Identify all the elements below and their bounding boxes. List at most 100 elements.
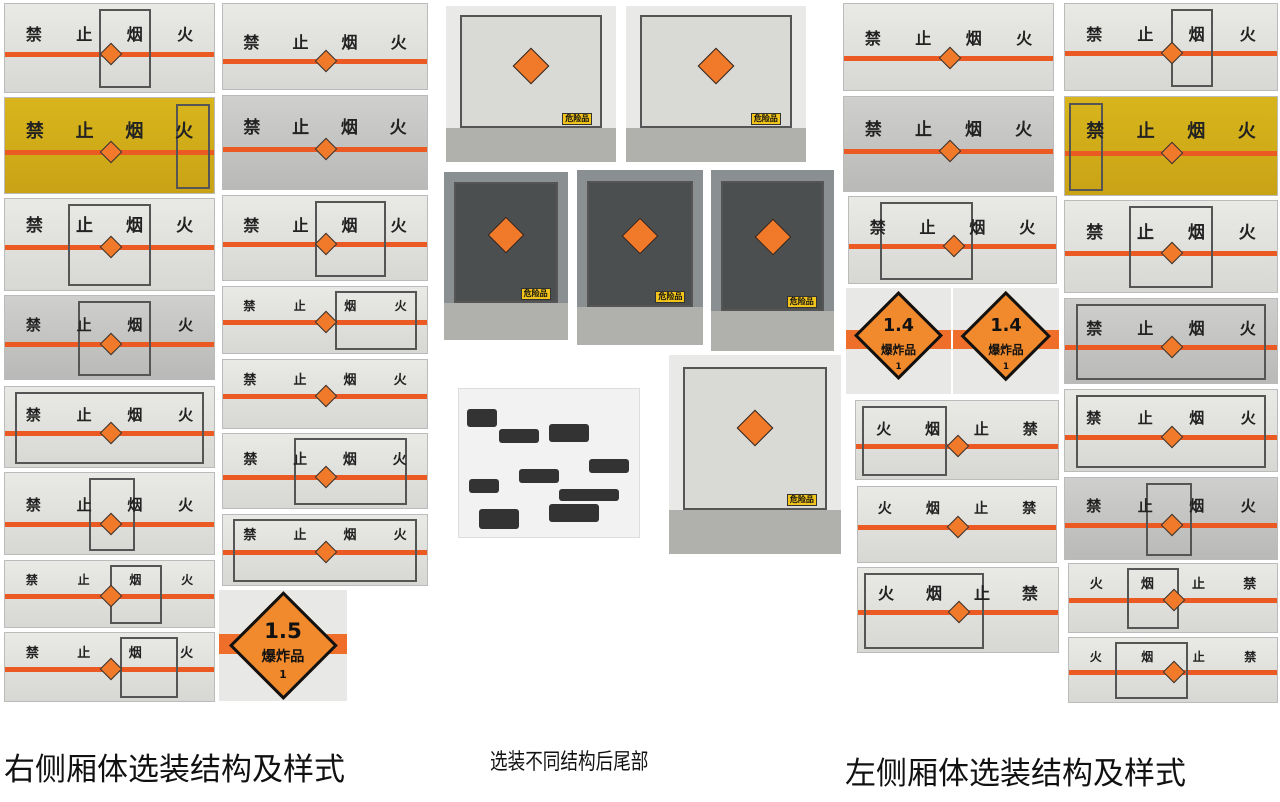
road xyxy=(446,127,616,162)
rear-view-photo: 危险品 xyxy=(444,172,568,340)
cargo-door xyxy=(314,201,387,277)
hazard-diamond-icon xyxy=(314,49,338,73)
no-smoking-text: 禁止烟火 xyxy=(243,118,407,139)
cargo-door xyxy=(862,405,947,476)
side-panel-photo: 禁止烟火 xyxy=(4,632,215,702)
rear-view-photo: 危险品 xyxy=(669,355,841,554)
side-panel-photo: 火烟止禁 xyxy=(855,400,1059,480)
cargo-door xyxy=(78,300,152,376)
hazard-division: 1 xyxy=(1002,362,1010,373)
hazard-class-number: 1.4 xyxy=(882,315,914,336)
side-panel-photo: 火烟止禁 xyxy=(1068,637,1278,703)
cargo-door xyxy=(864,573,984,649)
road xyxy=(669,510,841,554)
side-panel-photo: 禁止烟火 xyxy=(1064,96,1278,196)
side-panel-photo: 禁止烟火 xyxy=(843,3,1054,91)
dangerous-goods-plate: 危险品 xyxy=(520,287,551,300)
cargo-door xyxy=(1075,304,1267,380)
no-smoking-text: 禁止烟火 xyxy=(25,25,194,44)
road xyxy=(626,127,806,162)
cargo-door xyxy=(99,9,152,89)
side-panel-photo: 禁止烟火 xyxy=(1064,477,1278,560)
side-panel-photo: 火烟止禁 xyxy=(857,567,1059,653)
no-smoking-text: 禁止烟火 xyxy=(1086,24,1256,44)
dangerous-goods-plate: 危险品 xyxy=(655,291,686,303)
cargo-door xyxy=(176,103,210,190)
no-smoking-text: 禁止烟火 xyxy=(25,573,194,588)
side-panel-photo: 禁止烟火 xyxy=(1064,389,1278,472)
rear-view-photo: 危险品 xyxy=(577,170,703,345)
no-smoking-text: 禁止烟火 xyxy=(243,299,407,314)
no-smoking-text: 禁止烟火 xyxy=(25,315,194,334)
side-panel-photo: 禁止烟火 xyxy=(4,560,215,628)
side-panel-photo: 禁止烟火 xyxy=(1064,200,1278,293)
no-smoking-text: 火烟止禁 xyxy=(876,419,1038,438)
dangerous-goods-plate: 危险品 xyxy=(786,494,817,507)
cargo-door xyxy=(88,477,135,551)
cargo-door xyxy=(1145,482,1193,556)
no-smoking-text: 禁止烟火 xyxy=(25,216,194,237)
hazard-diamond-icon xyxy=(938,46,961,69)
side-panel-photo: 火烟止禁 xyxy=(1068,563,1278,633)
rear-view-photo: 危险品 xyxy=(626,6,806,162)
no-smoking-text: 禁止烟火 xyxy=(25,120,194,142)
cargo-door xyxy=(15,391,204,464)
side-panel-photo: 禁止烟火 xyxy=(4,295,215,380)
cooling-unit xyxy=(549,424,589,442)
side-panel-photo: 禁止烟火 xyxy=(222,359,428,429)
cooling-unit xyxy=(559,489,619,501)
side-panel-photo: 禁止烟火 xyxy=(222,3,428,90)
cargo-door xyxy=(67,204,152,287)
class-1-4-sign: 1.4 爆炸品 1 xyxy=(846,288,951,394)
no-smoking-text: 禁止烟火 xyxy=(1086,222,1256,243)
hazard-diamond-icon xyxy=(1160,141,1184,165)
cargo-door xyxy=(1128,206,1214,289)
caption-rear: 选装不同结构后尾部 xyxy=(490,750,649,775)
side-panel-photo: 禁止烟火 xyxy=(1064,3,1278,91)
no-smoking-text: 火烟止禁 xyxy=(878,583,1038,603)
hazard-class-number: 1.4 xyxy=(990,315,1022,336)
cooling-unit xyxy=(589,459,629,473)
no-smoking-text: 火烟止禁 xyxy=(877,501,1037,517)
side-panel-photo: 禁止烟火 xyxy=(222,95,428,190)
hazard-diamond-icon xyxy=(314,310,338,334)
no-smoking-text: 火烟止禁 xyxy=(1089,576,1257,592)
hazard-division: 1 xyxy=(895,362,902,373)
no-smoking-text: 禁止烟火 xyxy=(243,528,407,543)
no-smoking-text: 禁止烟火 xyxy=(1086,497,1256,516)
cargo-door xyxy=(1114,641,1188,700)
side-panel-photo: 禁止烟火 xyxy=(4,198,215,291)
cargo-door xyxy=(1069,102,1104,192)
cargo-door xyxy=(294,438,407,506)
dangerous-goods-plate: 危险品 xyxy=(786,295,817,308)
side-panel-photo: 禁止烟火 xyxy=(222,514,428,586)
road xyxy=(711,311,834,351)
side-panel-photo: 禁止烟火 xyxy=(1064,298,1278,384)
side-panel-photo: 火烟止禁 xyxy=(857,486,1057,563)
refrigeration-unit-photos xyxy=(458,388,640,538)
cooling-unit xyxy=(499,429,539,443)
no-smoking-text: 禁止烟火 xyxy=(1086,319,1256,338)
no-smoking-text: 禁止烟火 xyxy=(243,216,407,235)
no-smoking-text: 禁止烟火 xyxy=(25,406,194,424)
hazard-label: 爆炸品 xyxy=(988,343,1024,357)
hazard-diamond-icon xyxy=(314,384,338,408)
no-smoking-text: 禁止烟火 xyxy=(25,645,194,661)
hazard-label: 爆炸品 xyxy=(881,343,916,357)
cooling-unit xyxy=(549,504,599,522)
side-panel-photo: 禁止烟火 xyxy=(4,386,215,468)
cargo-door xyxy=(233,519,417,583)
hazard-diamond-icon xyxy=(99,140,122,164)
hazard-diamond-icon xyxy=(938,139,961,163)
rear-view-photo: 危险品 xyxy=(711,170,834,351)
no-smoking-text: 火烟止禁 xyxy=(1089,649,1257,664)
side-panel-photo: 禁止烟火 xyxy=(222,286,428,354)
no-smoking-text: 禁止烟火 xyxy=(243,451,407,468)
side-panel-photo: 禁止烟火 xyxy=(222,433,428,509)
side-panel-photo: 禁止烟火 xyxy=(4,3,215,93)
road xyxy=(577,306,703,345)
hazard-label: 爆炸品 xyxy=(261,648,305,665)
hazard-class-number: 1.5 xyxy=(264,618,302,644)
side-panel-photo: 禁止烟火 xyxy=(4,472,215,555)
side-panel-photo: 禁止烟火 xyxy=(843,96,1054,192)
